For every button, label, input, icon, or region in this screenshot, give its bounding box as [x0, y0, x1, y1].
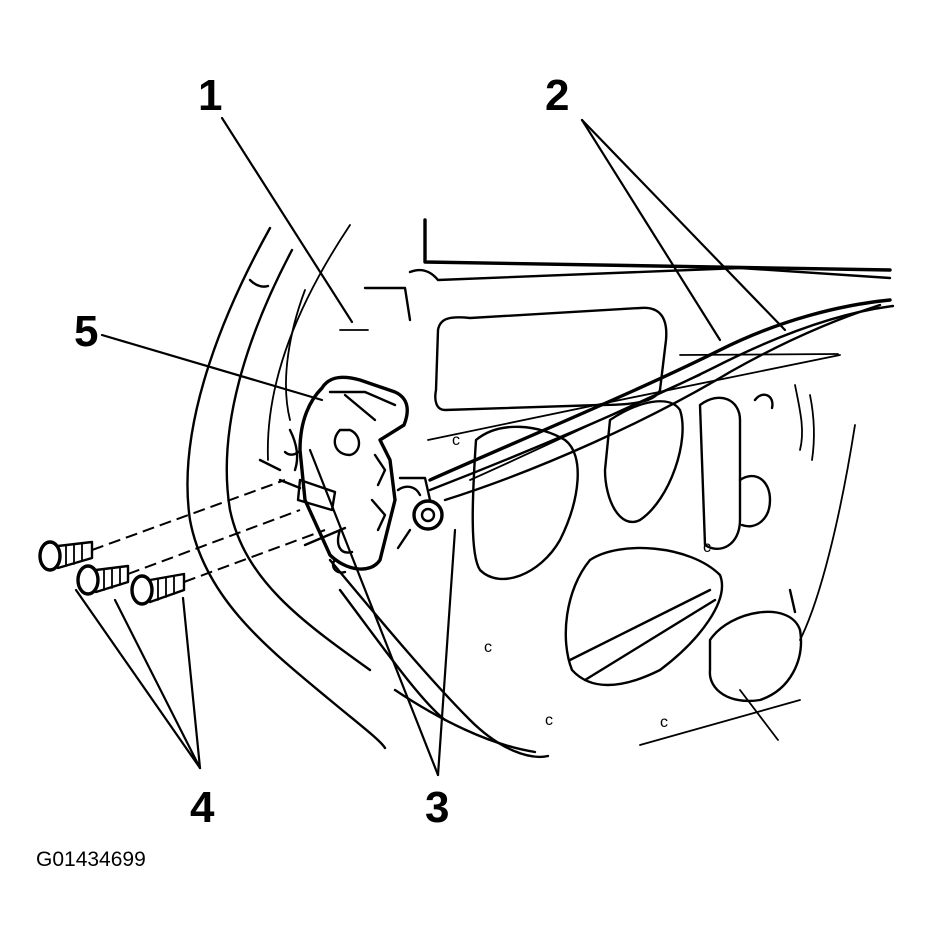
leader-4b [113, 598, 202, 770]
callout-5: 5 [74, 307, 98, 356]
callout-4: 4 [190, 783, 215, 832]
cable-assembly [428, 298, 895, 502]
leader-lines [74, 116, 787, 777]
leader-3a [436, 528, 457, 777]
mark-c: c [703, 539, 711, 556]
mark-c: c [452, 432, 460, 449]
leader-2a [580, 118, 722, 342]
mark-c: c [660, 714, 668, 731]
door-panel-outline [186, 218, 892, 758]
leader-1 [220, 116, 354, 324]
callout-2: 2 [545, 71, 569, 120]
figure-id: G01434699 [36, 848, 146, 871]
screw-3 [130, 572, 186, 606]
latch-screws [38, 479, 326, 606]
mark-c: c [545, 712, 553, 729]
leader-5 [100, 333, 324, 402]
leader-4a [74, 588, 202, 770]
callout-3: 3 [425, 783, 449, 832]
mark-c: c [484, 639, 492, 656]
leader-3b [308, 448, 440, 777]
leader-2b [580, 118, 787, 332]
surface-marks: c c c c c [452, 432, 711, 731]
screw-2 [76, 564, 130, 596]
leader-4c [181, 596, 202, 770]
callout-1: 1 [198, 71, 222, 120]
